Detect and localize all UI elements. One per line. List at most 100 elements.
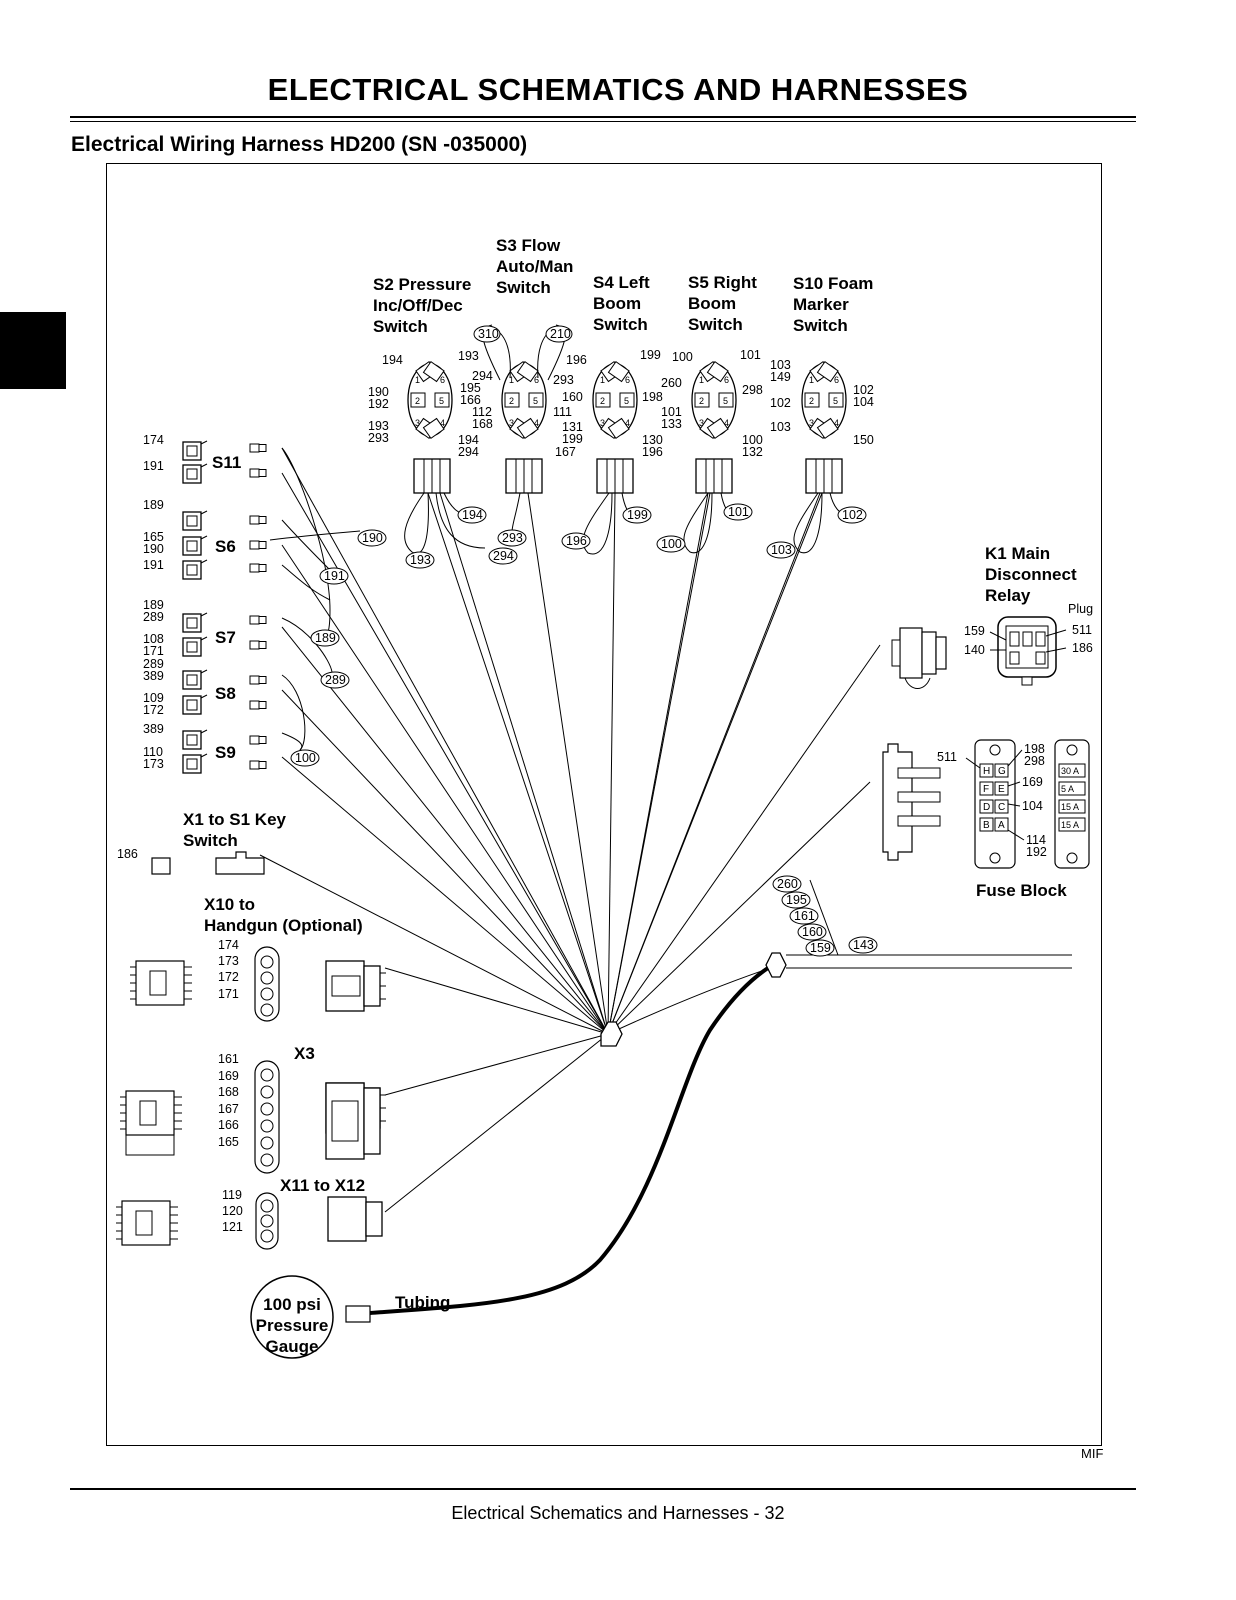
pressure-gauge: 100 psi Pressure Gauge xyxy=(250,1275,371,1359)
fuse-block: Fuse Block H G F E D C B A 511 198 298 1… xyxy=(882,739,1090,900)
svg-text:160: 160 xyxy=(802,925,823,939)
svg-text:K1 Main: K1 Main xyxy=(985,544,1050,563)
svg-text:120: 120 xyxy=(222,1204,243,1218)
svg-text:5 A: 5 A xyxy=(1061,784,1074,794)
harness-hub-node xyxy=(600,1021,623,1047)
diagram-frame xyxy=(106,163,1102,1446)
svg-text:104: 104 xyxy=(853,395,874,409)
svg-text:100: 100 xyxy=(742,433,763,447)
svg-text:S8: S8 xyxy=(215,684,236,703)
svg-text:196: 196 xyxy=(566,534,587,548)
svg-text:S9: S9 xyxy=(215,743,236,762)
svg-text:161: 161 xyxy=(794,909,815,923)
k1-relay: K1 Main Disconnect Relay Plug 159 140 51… xyxy=(891,544,1093,689)
svg-text:130: 130 xyxy=(642,433,663,447)
svg-text:S7: S7 xyxy=(215,628,236,647)
switch-s2-label: S2 Pressure Inc/Off/Dec Switch xyxy=(373,275,471,336)
svg-text:171: 171 xyxy=(143,644,164,658)
svg-text:Auto/Man: Auto/Man xyxy=(496,257,573,276)
switch-s3-label: S3 Flow Auto/Man Switch xyxy=(496,236,573,297)
section-title: Electrical Wiring Harness HD200 (SN -035… xyxy=(71,133,528,156)
bundle-labels: 260 195 161 160 159 143 xyxy=(772,875,878,957)
svg-text:102: 102 xyxy=(842,508,863,522)
svg-text:Fuse Block: Fuse Block xyxy=(976,881,1067,900)
svg-text:186: 186 xyxy=(117,847,138,861)
svg-text:199: 199 xyxy=(627,508,648,522)
svg-text:Switch: Switch xyxy=(688,315,743,334)
svg-text:S6: S6 xyxy=(215,537,236,556)
svg-text:189: 189 xyxy=(143,498,164,512)
svg-text:143: 143 xyxy=(853,938,874,952)
svg-text:293: 293 xyxy=(502,531,523,545)
switch-s3-pinout xyxy=(501,361,547,439)
svg-text:Handgun (Optional): Handgun (Optional) xyxy=(204,916,363,935)
svg-text:511: 511 xyxy=(1072,623,1092,637)
svg-text:15 A: 15 A xyxy=(1061,820,1079,830)
svg-text:191: 191 xyxy=(143,459,164,473)
svg-text:132: 132 xyxy=(742,445,763,459)
svg-text:Switch: Switch xyxy=(496,278,551,297)
svg-text:103: 103 xyxy=(771,543,792,557)
svg-text:174: 174 xyxy=(143,433,164,447)
svg-text:173: 173 xyxy=(143,757,164,771)
svg-text:294: 294 xyxy=(472,369,493,383)
switch-s5-label: S5 Right Boom Switch xyxy=(688,273,757,334)
svg-text:F: F xyxy=(983,784,989,795)
svg-text:103: 103 xyxy=(770,358,791,372)
svg-text:195: 195 xyxy=(786,893,807,907)
svg-text:Gauge: Gauge xyxy=(266,1337,319,1356)
svg-text:112: 112 xyxy=(472,405,492,419)
svg-text:298: 298 xyxy=(742,383,763,397)
svg-text:196: 196 xyxy=(566,353,587,367)
svg-text:194: 194 xyxy=(382,353,403,367)
svg-text:199: 199 xyxy=(640,348,661,362)
svg-text:310: 310 xyxy=(478,327,499,341)
svg-text:Marker: Marker xyxy=(793,295,849,314)
svg-text:289: 289 xyxy=(143,657,164,671)
svg-text:Switch: Switch xyxy=(593,315,648,334)
svg-text:172: 172 xyxy=(218,970,239,984)
svg-text:101: 101 xyxy=(728,505,749,519)
svg-text:X11 to X12: X11 to X12 xyxy=(280,1176,365,1195)
svg-text:190: 190 xyxy=(368,385,389,399)
svg-text:108: 108 xyxy=(143,632,164,646)
svg-text:149: 149 xyxy=(770,370,791,384)
svg-text:294: 294 xyxy=(458,445,479,459)
svg-text:30 A: 30 A xyxy=(1061,766,1079,776)
jumper-labels-s3: 310 210 xyxy=(473,325,573,343)
svg-text:B: B xyxy=(983,820,990,831)
switch-s10-plug xyxy=(805,458,843,494)
svg-text:194: 194 xyxy=(462,508,483,522)
svg-text:169: 169 xyxy=(1022,775,1043,789)
svg-text:172: 172 xyxy=(143,703,164,717)
footer-rule xyxy=(70,1488,1136,1490)
wire-number-labels: 194 190 193 294 293 196 199 100 101 103 … xyxy=(290,503,867,767)
svg-text:193: 193 xyxy=(410,553,431,567)
svg-text:191: 191 xyxy=(143,558,164,572)
svg-text:S2 Pressure: S2 Pressure xyxy=(373,275,471,294)
svg-text:198: 198 xyxy=(642,390,663,404)
tubing-label: Tubing xyxy=(395,1293,450,1312)
svg-text:168: 168 xyxy=(472,417,493,431)
switch-s4-plug xyxy=(596,458,634,494)
svg-text:S5 Right: S5 Right xyxy=(688,273,757,292)
svg-text:X10 to: X10 to xyxy=(204,895,255,914)
svg-text:166: 166 xyxy=(218,1118,239,1132)
svg-text:150: 150 xyxy=(853,433,874,447)
svg-text:100: 100 xyxy=(661,537,682,551)
svg-text:159: 159 xyxy=(964,624,985,638)
svg-text:100: 100 xyxy=(295,751,316,765)
svg-text:D: D xyxy=(983,802,990,813)
page-title: ELECTRICAL SCHEMATICS AND HARNESSES xyxy=(267,72,969,107)
svg-text:192: 192 xyxy=(1026,845,1047,859)
harness-junction-node xyxy=(765,952,787,978)
harness-wires xyxy=(259,447,1072,1213)
svg-text:100: 100 xyxy=(672,350,693,364)
svg-text:109: 109 xyxy=(143,691,164,705)
svg-text:111: 111 xyxy=(553,405,572,419)
